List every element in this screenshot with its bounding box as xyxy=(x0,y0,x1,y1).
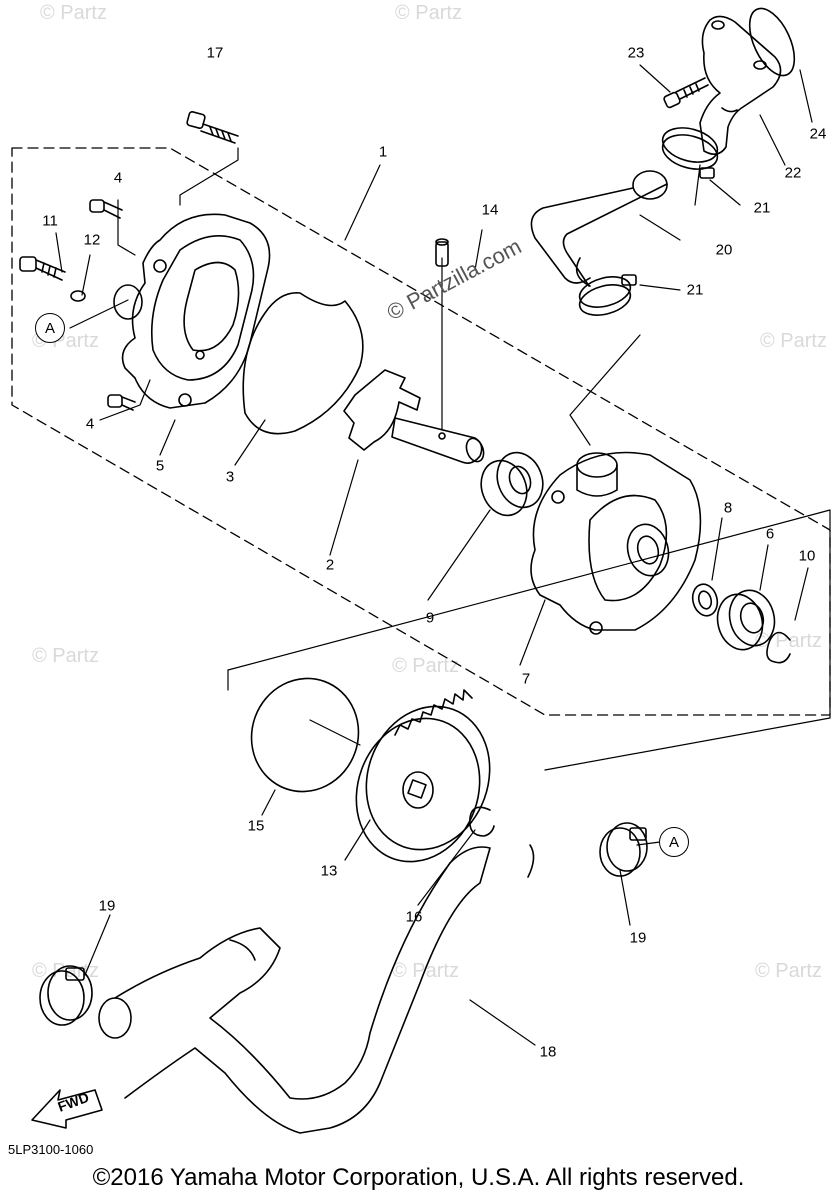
pump-cover-5 xyxy=(121,213,271,409)
callout-4-upper: 4 xyxy=(113,169,123,187)
bearing-6 xyxy=(716,589,776,651)
callout-13: 13 xyxy=(320,862,338,880)
callout-10: 10 xyxy=(798,547,816,565)
clamp-21-lower xyxy=(578,274,637,316)
callout-21-lower: 21 xyxy=(686,281,704,299)
o-ring-small xyxy=(113,284,143,320)
callout-7: 7 xyxy=(521,670,531,688)
callout-17: 17 xyxy=(206,44,224,62)
seal-8 xyxy=(691,583,719,617)
bolt-17 xyxy=(186,111,239,144)
callout-1: 1 xyxy=(378,143,388,161)
callout-20: 20 xyxy=(715,241,733,259)
callout-3: 3 xyxy=(225,468,235,486)
callout-11: 11 xyxy=(42,212,58,230)
callout-6: 6 xyxy=(765,525,775,543)
callout-22: 22 xyxy=(784,164,802,182)
clamp-19-right xyxy=(599,822,648,877)
callout-19-right: 19 xyxy=(629,929,647,947)
hose-18 xyxy=(98,844,535,1134)
circlip-10 xyxy=(766,631,791,664)
washer-12 xyxy=(70,290,86,302)
callout-18: 18 xyxy=(539,1043,557,1061)
callout-21-upper: 21 xyxy=(753,199,771,217)
impeller-shaft-2 xyxy=(343,369,485,464)
bolt-4-upper xyxy=(89,199,123,219)
clamp-21-upper xyxy=(661,127,719,179)
o-ring-24 xyxy=(748,7,796,77)
callout-24: 24 xyxy=(809,125,827,143)
callout-15: 15 xyxy=(247,817,265,835)
assembly-boundary xyxy=(11,147,831,716)
bolt-23 xyxy=(663,77,709,109)
callout-14: 14 xyxy=(481,201,499,219)
gasket-15 xyxy=(250,677,360,793)
drawing-code: 5LP3100-1060 xyxy=(8,1142,94,1157)
fwd-arrow: FWD xyxy=(31,1089,103,1129)
clamp-19-left xyxy=(39,965,93,1026)
callout-2: 2 xyxy=(325,556,335,574)
ref-a-upper: A xyxy=(35,313,65,343)
callout-5: 5 xyxy=(155,457,165,475)
leader-lines xyxy=(55,64,831,1046)
fitting-22 xyxy=(699,15,782,155)
callout-16: 16 xyxy=(405,908,423,926)
callout-9: 9 xyxy=(425,609,435,627)
pump-housing-7 xyxy=(530,451,702,635)
callout-19-left: 19 xyxy=(98,897,116,915)
bolt-11 xyxy=(19,256,66,281)
callout-8: 8 xyxy=(723,499,733,517)
circlip-16 xyxy=(468,806,495,837)
callout-12: 12 xyxy=(83,231,101,249)
copyright-notice: ©2016 Yamaha Motor Corporation, U.S.A. A… xyxy=(92,1164,745,1191)
ref-a-lower: A xyxy=(659,827,689,857)
dowel-pin-14 xyxy=(435,238,449,267)
callout-4-lower: 4 xyxy=(85,415,95,433)
hose-20 xyxy=(530,170,668,287)
gasket-3 xyxy=(242,292,364,435)
oil-seal-9 xyxy=(480,451,544,517)
gear-13 xyxy=(355,689,491,863)
callout-23: 23 xyxy=(627,44,645,62)
bolt-4-lower xyxy=(107,394,136,411)
